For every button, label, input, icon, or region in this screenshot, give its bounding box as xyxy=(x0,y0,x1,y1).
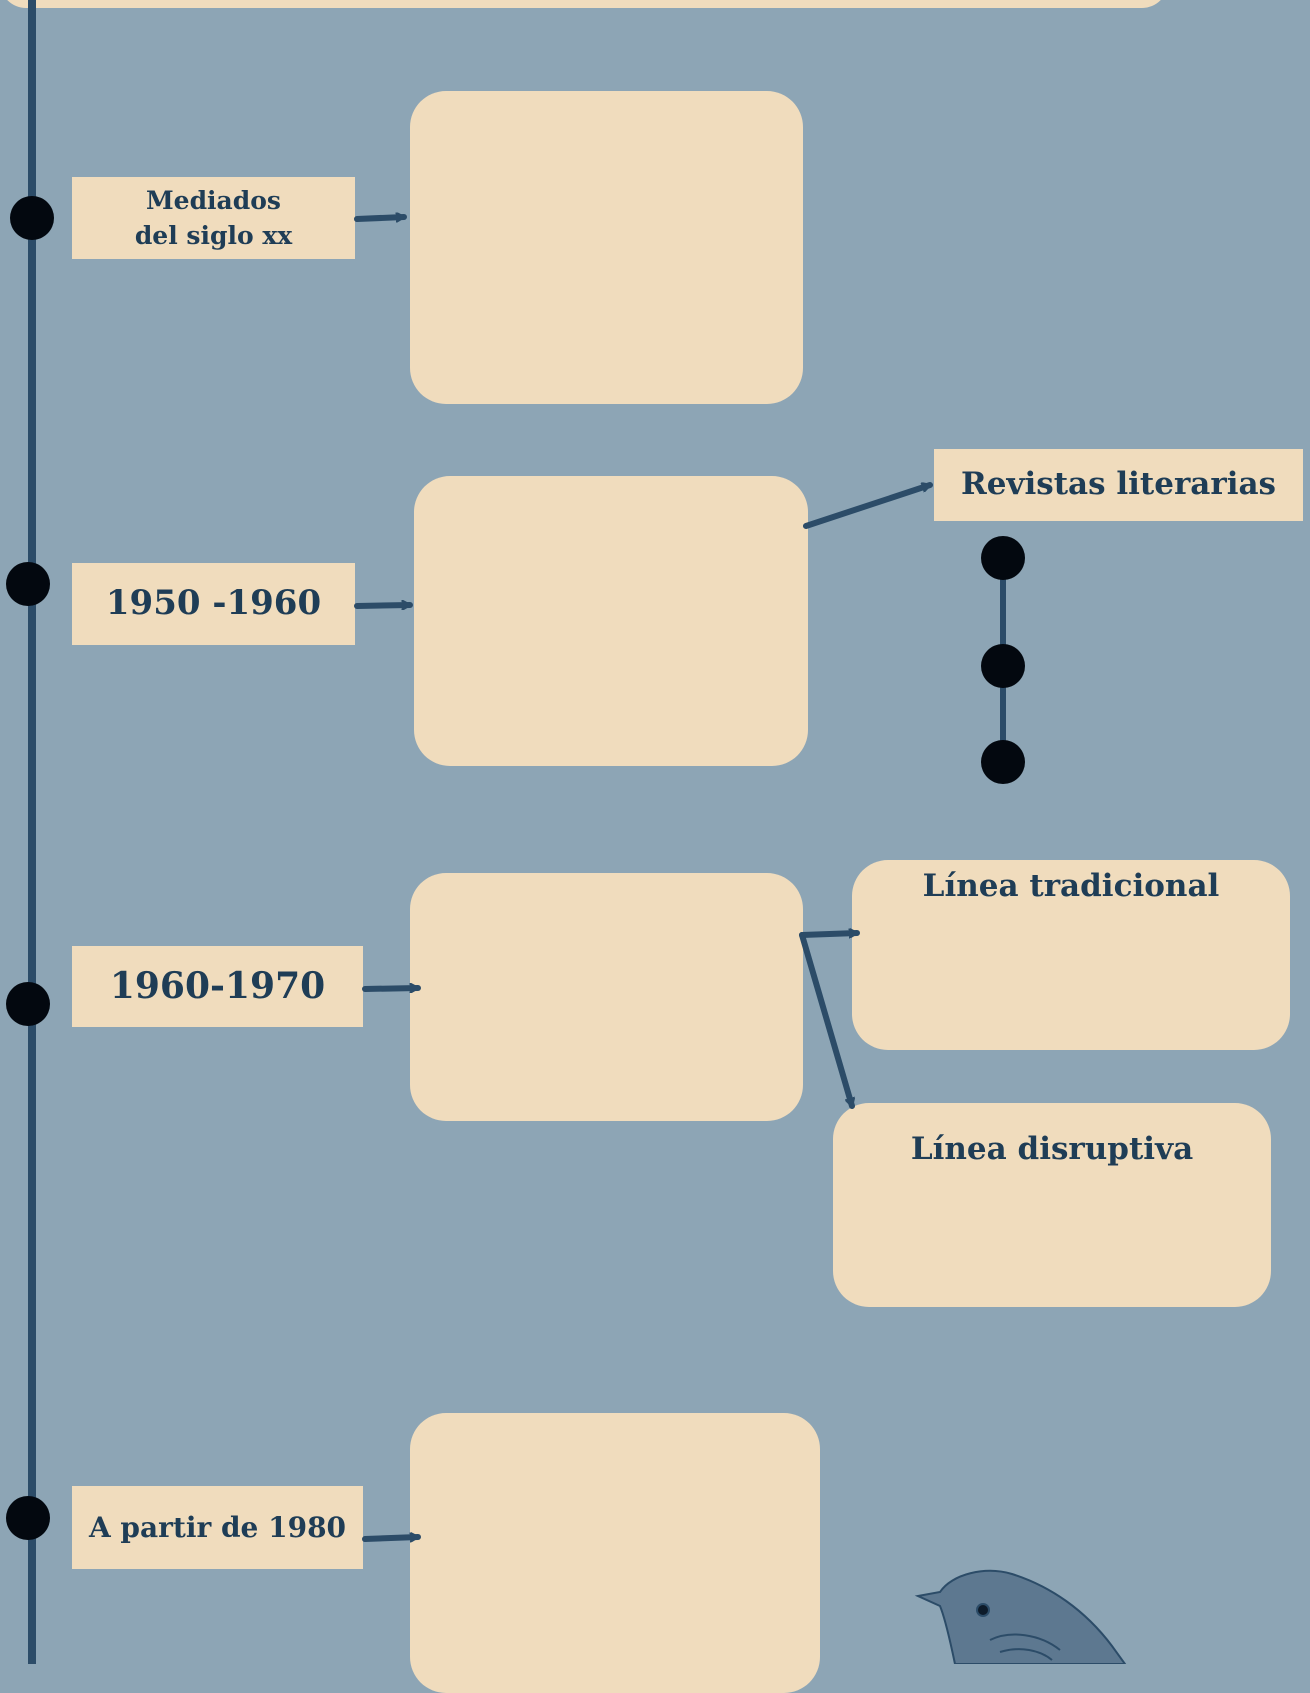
bird-illustration xyxy=(914,1569,1127,1664)
arrow-to-revistas xyxy=(803,482,933,529)
arrow-period-4 xyxy=(362,1537,421,1539)
top-banner-edge xyxy=(0,0,1168,8)
arrow-to-tradicional xyxy=(799,933,860,935)
period-label-1950-1960: 1950 -1960 xyxy=(72,563,355,645)
period-label-1980: A partir de 1980 xyxy=(72,1486,363,1569)
branch-label-revistas: Revistas literarias xyxy=(934,449,1303,521)
content-panel-3 xyxy=(410,873,803,1121)
timeline-dot-3 xyxy=(6,982,50,1026)
timeline-dot-2 xyxy=(6,562,50,606)
branch-panel-disruptiva: Línea disruptiva xyxy=(833,1103,1271,1307)
content-panel-2 xyxy=(414,476,808,766)
arrow-period-2 xyxy=(354,605,413,606)
branch-panel-tradicional: Línea tradicional xyxy=(852,860,1290,1050)
timeline-spine xyxy=(28,0,36,1664)
timeline-dot-1 xyxy=(10,196,54,240)
content-panel-1 xyxy=(410,91,803,404)
arrow-to-disruptiva xyxy=(799,932,852,1109)
branch-title-tradicional: Línea tradicional xyxy=(922,868,1220,904)
sub-timeline-dot-3 xyxy=(981,740,1025,784)
sub-timeline-dot-1 xyxy=(981,536,1025,580)
period-label-1960-1970: 1960-1970 xyxy=(72,946,363,1027)
arrow-period-3 xyxy=(362,988,421,989)
sub-timeline-dot-2 xyxy=(981,644,1025,688)
timeline-dot-4 xyxy=(6,1496,50,1540)
arrow-period-1 xyxy=(354,217,407,219)
content-panel-4 xyxy=(410,1413,820,1693)
branch-title-disruptiva: Línea disruptiva xyxy=(910,1131,1194,1167)
period-label-mid-century: Mediados del siglo xx xyxy=(72,177,355,259)
